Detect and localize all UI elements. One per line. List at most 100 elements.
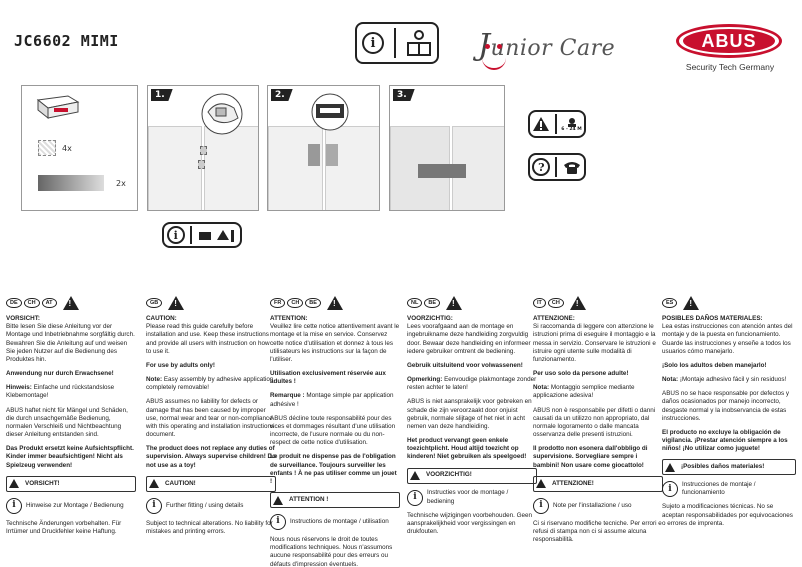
column-gb: GB CAUTION:Please read this guide carefu… (146, 294, 276, 542)
info-icon: i (533, 497, 549, 514)
footer-note: Technische Änderungen vorbehalten. Für I… (6, 519, 122, 535)
baby-icon (567, 117, 576, 127)
attach-latch-icon (311, 93, 349, 131)
cabinet-door (148, 126, 202, 210)
warning-label-row: VOORZICHTIG! (407, 467, 537, 484)
supervision-paragraph: El producto no excluye la obligación de … (662, 428, 788, 453)
adults-only: ¡Solo los adultos deben manejarlo! (662, 361, 767, 369)
cabinet-door (204, 126, 258, 210)
logo-smile (482, 58, 506, 70)
tools-pictogram: i (162, 222, 242, 248)
warning-icon (9, 479, 19, 489)
country-flags: DE CH AT (6, 294, 136, 312)
qty-straps: 2x (116, 179, 126, 188)
divider (554, 114, 557, 134)
footer-note: Ci si riservano modifiche tecniche. Per … (533, 519, 662, 544)
flag-de: DE (6, 297, 22, 309)
warning-icon (445, 296, 462, 310)
step-3-panel: 3. (389, 85, 505, 211)
warning-icon (273, 495, 283, 505)
caution-paragraph: ATTENTION:Veuillez lire cette notice att… (270, 315, 400, 363)
step-2-panel: 2. (267, 85, 380, 211)
package-icon (36, 95, 80, 120)
note-paragraph: Remarque : Montage simple par applicatio… (270, 392, 394, 408)
caution-paragraph: VORSICHT:Bitte lesen Sie diese Anleitung… (6, 315, 135, 363)
liability-paragraph: ABUS no se hace responsable por defectos… (662, 390, 790, 422)
supervision-paragraph: Het product vervangt geen enkele toezich… (407, 437, 527, 461)
step-number: 1. (151, 89, 173, 101)
flag-nl: NL (407, 297, 423, 309)
footer-note: Technische wijzigingen voorbehouden. Gee… (407, 511, 532, 535)
warning-icon (533, 117, 550, 131)
liability-paragraph: ABUS décline toute responsabilité pour d… (270, 414, 396, 447)
support-pictogram: ? (528, 153, 586, 181)
manual-icon (407, 30, 431, 56)
divider (394, 28, 396, 58)
adhesive-pad-marker (198, 160, 205, 169)
divider (554, 157, 557, 177)
phone-icon (563, 162, 580, 174)
column-es: ES POSIBLES DAÑOS MATERIALES:Lea estas i… (662, 294, 796, 534)
info-icon: i (146, 497, 162, 514)
caution-paragraph: VOORZICHTIG:Lees voorafgaand aan de mont… (407, 315, 531, 355)
country-flags: NL BE (407, 294, 537, 312)
liability-paragraph: ABUS is niet aansprakelijk voor gebreken… (407, 398, 532, 430)
cabinet-door (325, 126, 379, 210)
latch-marker (308, 144, 320, 166)
flag-at: AT (41, 297, 57, 309)
adults-only: Utilisation exclusivement réservée aux a… (270, 370, 386, 386)
flag-ch: CH (23, 297, 40, 309)
warning-icon (665, 462, 675, 472)
column-it: IT CH ATTENZIONE:Si raccomanda di legger… (533, 294, 663, 550)
flag-be: BE (424, 297, 440, 309)
divider (189, 226, 192, 244)
flag-it: IT (533, 297, 546, 309)
note-paragraph: Nota: ¡Montaje adhesivo fácil y sin resi… (662, 376, 787, 384)
info-icon: i (662, 481, 678, 498)
age-range-badge: 6 - 24 M (561, 126, 582, 132)
supervision-paragraph: Le produit ne dispense pas de l'obligati… (270, 453, 397, 485)
info-icon: i (270, 514, 286, 531)
warning-icon (168, 296, 185, 310)
age-warning-pictogram: 6 - 24 M (528, 110, 586, 138)
abus-logo: ABUS (676, 24, 782, 58)
abus-tagline: Security Tech Germany (685, 62, 775, 72)
footer-note: Subject to technical alterations. No lia… (146, 519, 273, 535)
adhesive-pad-marker (200, 146, 207, 155)
warning-icon (326, 296, 343, 310)
warning-label-row: ATTENTION ! (270, 492, 400, 509)
step-1-panel: 1. (147, 85, 259, 211)
adhesive-pad-part (38, 140, 56, 156)
read-manual-pictogram: i (355, 22, 439, 64)
logo-dot (497, 44, 502, 49)
country-flags: GB (146, 294, 276, 312)
warning-label-row: CAUTION! (146, 475, 276, 492)
warning-icon (62, 296, 79, 310)
supervision-paragraph: Il prodotto non esonera dall'obbligo di … (533, 445, 648, 469)
note-paragraph: Nota: Montaggio semplice mediante applic… (533, 384, 635, 400)
caution-paragraph: CAUTION:Please read this guide carefully… (146, 315, 270, 355)
column-de: DE CH AT VORSICHT:Bitte lesen Sie diese … (6, 294, 136, 542)
warning-icon (683, 296, 700, 310)
info-icon: i (6, 497, 22, 514)
column-nl: NL BE VOORZICHTIG:Lees voorafgaand aan d… (407, 294, 537, 542)
flag-gb: GB (146, 297, 163, 309)
warning-icon (410, 471, 420, 481)
cabinet-door (268, 126, 323, 210)
warning-icon (569, 296, 586, 310)
note-paragraph: Note: Easy assembly by adhesive applicat… (146, 376, 276, 392)
supervision-paragraph: Das Produkt ersetzt keine Aufsichtspflic… (6, 445, 134, 469)
info-icon: i (166, 226, 185, 244)
supervision-paragraph: The product does not replace any duties … (146, 445, 276, 469)
lock-strap (418, 164, 466, 178)
note-paragraph: Opmerking: Eenvoudige plakmontage zonder… (407, 376, 537, 392)
warning-label-row: ATTENZIONE! (533, 475, 663, 492)
qty-pads: 4x (62, 144, 72, 153)
lock-strap-part (38, 175, 104, 191)
warning-icon (536, 479, 546, 489)
footer-note: Sujeto a modificaciones técnicas. No se … (662, 503, 793, 527)
info-icon: i (407, 489, 423, 506)
